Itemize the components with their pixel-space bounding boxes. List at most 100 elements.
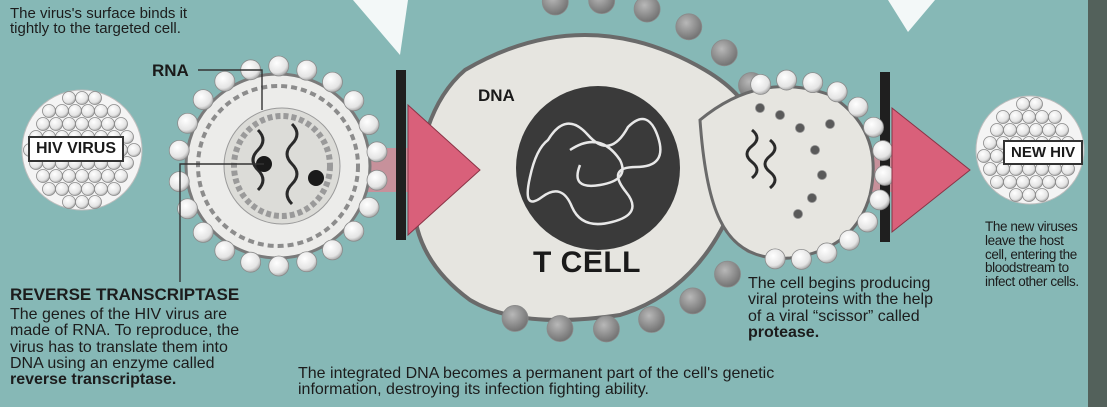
surface-protein-icon	[76, 196, 89, 209]
surface-protein-icon	[115, 170, 128, 183]
surface-protein-icon	[169, 172, 189, 192]
viral-protein-icon	[756, 104, 765, 113]
surface-protein-icon	[95, 105, 108, 118]
surface-protein-icon	[1004, 124, 1017, 137]
receptor-icon	[711, 40, 737, 66]
new-viruses-line: The new viruses	[985, 220, 1107, 234]
surface-protein-icon	[978, 150, 991, 163]
surface-protein-icon	[1056, 176, 1069, 189]
surface-protein-icon	[37, 170, 50, 183]
surface-protein-icon	[791, 249, 811, 269]
receptor-icon	[676, 14, 702, 40]
hiv-virus-tag: HIV VIRUS	[28, 136, 124, 162]
virus-binding-particle	[169, 56, 387, 276]
new-viruses-line: infect other cells.	[985, 275, 1107, 289]
surface-protein-icon	[193, 222, 213, 242]
surface-protein-icon	[858, 212, 878, 232]
viral-protein-icon	[776, 111, 785, 120]
surface-protein-icon	[1056, 124, 1069, 137]
surface-protein-icon	[1043, 124, 1056, 137]
surface-protein-icon	[69, 183, 82, 196]
surface-protein-icon	[241, 252, 261, 272]
surface-protein-icon	[37, 118, 50, 131]
surface-protein-icon	[269, 256, 289, 276]
surface-protein-icon	[82, 105, 95, 118]
surface-protein-icon	[984, 137, 997, 150]
intro-caption: The virus's surface binds it tightly to …	[10, 6, 270, 37]
arrow-right-icon	[892, 108, 970, 232]
surface-protein-icon	[108, 183, 121, 196]
page-edge-shadow	[1088, 0, 1107, 407]
intro-line: tightly to the targeted cell.	[10, 21, 270, 36]
surface-protein-icon	[1010, 111, 1023, 124]
surface-protein-icon	[873, 141, 893, 161]
surface-protein-icon	[322, 72, 342, 92]
surface-protein-icon	[1004, 176, 1017, 189]
rt-line: made of RNA. To reproduce, the	[10, 323, 280, 339]
surface-protein-icon	[215, 241, 235, 261]
receptor-icon	[547, 316, 573, 342]
surface-protein-icon	[102, 118, 115, 131]
surface-protein-icon	[344, 91, 364, 111]
surface-protein-icon	[322, 240, 342, 260]
top-funnel-right	[888, 0, 935, 32]
surface-protein-icon	[63, 92, 76, 105]
surface-protein-icon	[1043, 176, 1056, 189]
viral-protein-icon	[808, 194, 817, 203]
rt-line: DNA using an enzyme called	[10, 356, 280, 372]
surface-protein-icon	[839, 230, 859, 250]
surface-protein-icon	[43, 105, 56, 118]
receptor-icon	[542, 0, 568, 15]
new-viruses-caption: The new viruses leave the host cell, ent…	[985, 220, 1107, 289]
surface-protein-icon	[991, 150, 1004, 163]
surface-protein-icon	[89, 196, 102, 209]
rt-term: reverse transcriptase.	[10, 371, 176, 388]
nucleus	[516, 86, 680, 250]
surface-protein-icon	[1017, 124, 1030, 137]
new-viruses-line: bloodstream to	[985, 261, 1107, 275]
surface-protein-icon	[991, 176, 1004, 189]
surface-protein-icon	[1017, 98, 1030, 111]
surface-protein-icon	[56, 105, 69, 118]
surface-protein-icon	[63, 118, 76, 131]
surface-protein-icon	[95, 183, 108, 196]
surface-protein-icon	[297, 252, 317, 272]
surface-protein-icon	[367, 142, 387, 162]
surface-protein-icon	[108, 105, 121, 118]
surface-protein-icon	[50, 170, 63, 183]
surface-protein-icon	[765, 249, 785, 269]
surface-protein-icon	[359, 197, 379, 217]
receptor-icon	[502, 305, 528, 331]
enzyme-dot-icon	[308, 170, 324, 186]
surface-protein-icon	[178, 113, 198, 133]
surface-protein-icon	[69, 105, 82, 118]
surface-protein-icon	[1030, 176, 1043, 189]
protease-caption: The cell begins producing viral proteins…	[748, 276, 978, 341]
surface-protein-icon	[991, 124, 1004, 137]
surface-protein-icon	[344, 221, 364, 241]
protease-line: viral proteins with the help	[748, 292, 978, 308]
rt-line: The genes of the HIV virus are	[10, 307, 280, 323]
receptor-icon	[639, 307, 665, 333]
surface-protein-icon	[359, 115, 379, 135]
viral-protein-icon	[794, 210, 803, 219]
surface-protein-icon	[297, 60, 317, 80]
surface-protein-icon	[848, 97, 868, 117]
surface-protein-icon	[89, 92, 102, 105]
protease-term: protease.	[748, 324, 819, 341]
surface-protein-icon	[864, 117, 884, 137]
surface-protein-icon	[76, 92, 89, 105]
surface-protein-icon	[1049, 111, 1062, 124]
surface-protein-icon	[1036, 189, 1049, 202]
surface-protein-icon	[997, 111, 1010, 124]
surface-protein-icon	[1030, 124, 1043, 137]
surface-protein-icon	[89, 170, 102, 183]
receptor-icon	[634, 0, 660, 22]
surface-protein-icon	[367, 170, 387, 190]
surface-protein-icon	[817, 243, 837, 263]
receptor-icon	[589, 0, 615, 14]
budding-cell	[700, 70, 895, 269]
surface-protein-icon	[1023, 111, 1036, 124]
surface-protein-icon	[89, 118, 102, 131]
surface-protein-icon	[827, 82, 847, 102]
